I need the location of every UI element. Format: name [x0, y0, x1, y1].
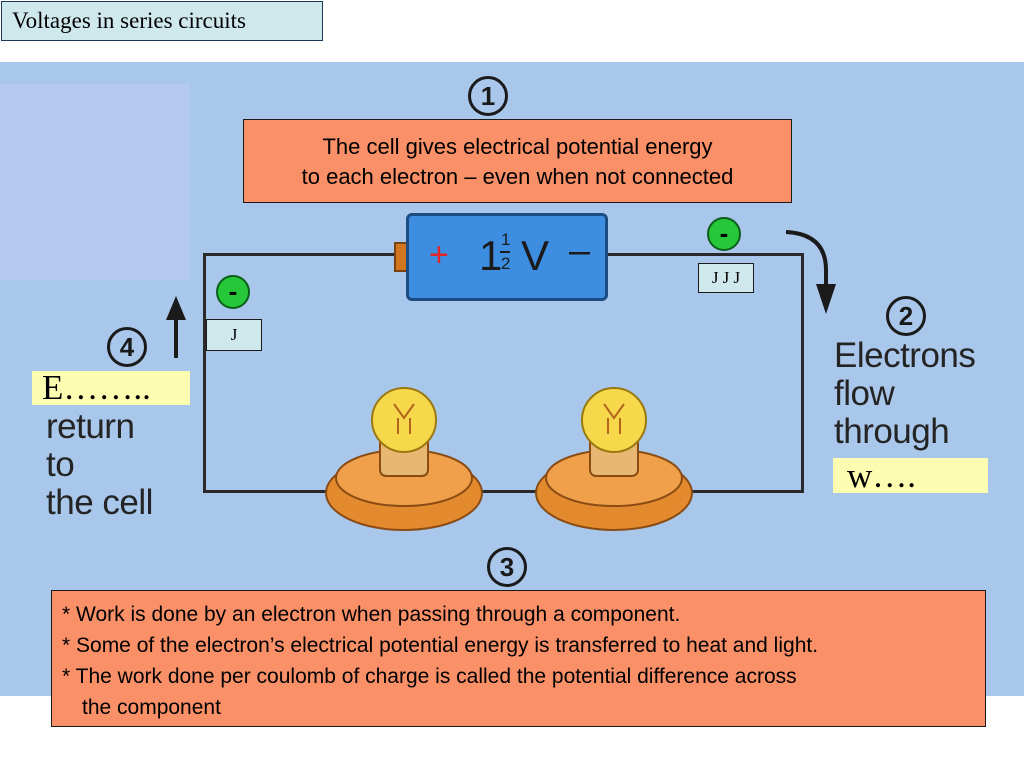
right-label-text: Electrons flow through	[834, 336, 976, 451]
up-arrow-icon	[166, 296, 186, 358]
right-label-line-1: Electrons	[834, 336, 976, 375]
side-panel	[0, 84, 190, 280]
energy-label-right: J J J	[698, 263, 754, 293]
left-label-line-1: return	[46, 407, 135, 446]
battery-fraction-denominator: 2	[501, 254, 511, 273]
battery-unit: V	[521, 232, 550, 279]
wire-right	[801, 253, 804, 493]
bulb-left-icon	[325, 387, 483, 531]
left-label-line-3: the cell	[46, 483, 153, 522]
slide-title: Voltages in series circuits	[1, 1, 323, 41]
wire-bottom-right	[692, 490, 804, 493]
wire-bottom-left	[203, 490, 328, 493]
right-label-line-3: through	[834, 412, 950, 451]
work-done-line-2: * Some of the electron’s electrical pote…	[62, 634, 819, 657]
right-label-line-2: flow	[834, 374, 895, 413]
wire-top-right	[606, 253, 804, 256]
work-done-line-3: * The work done per coulomb of charge is…	[62, 665, 797, 688]
work-done-line-1: * Work is done by an electron when passi…	[62, 603, 681, 626]
wire-bottom-middle	[482, 490, 538, 493]
wire-left	[203, 253, 206, 493]
energy-label-left: J	[206, 319, 262, 351]
left-blank-highlight: E……..	[32, 370, 190, 405]
bulb-right-icon	[535, 387, 693, 531]
battery-voltage-whole: 1	[479, 232, 503, 279]
step-2-marker: 2	[886, 296, 926, 336]
electron-right: -	[707, 217, 741, 251]
wire-top-left	[203, 253, 398, 256]
step-3-marker: 3	[487, 547, 527, 587]
battery-minus: –	[569, 230, 591, 272]
left-label-line-2: to	[46, 445, 75, 484]
electron-left: -	[216, 275, 250, 309]
step-4-marker: 4	[107, 327, 147, 367]
battery-cell: + 1 1 2 V –	[406, 213, 608, 301]
battery-fraction-bar	[500, 251, 510, 253]
battery-plus: +	[429, 236, 449, 274]
right-blank-highlight: w….	[833, 458, 988, 493]
cell-energy-callout: The cell gives electrical potential ener…	[243, 119, 792, 203]
down-arrow-icon	[785, 230, 836, 314]
left-label-text: return to the cell	[46, 408, 153, 522]
work-done-line-4: the component	[82, 696, 221, 719]
step-1-marker: 1	[468, 76, 508, 116]
battery-fraction-numerator: 1	[501, 230, 511, 249]
work-done-callout: * Work is done by an electron when passi…	[51, 590, 986, 727]
cell-energy-line-2: to each electron – even when not connect…	[301, 164, 734, 189]
cell-energy-line-1: The cell gives electrical potential ener…	[322, 134, 713, 159]
